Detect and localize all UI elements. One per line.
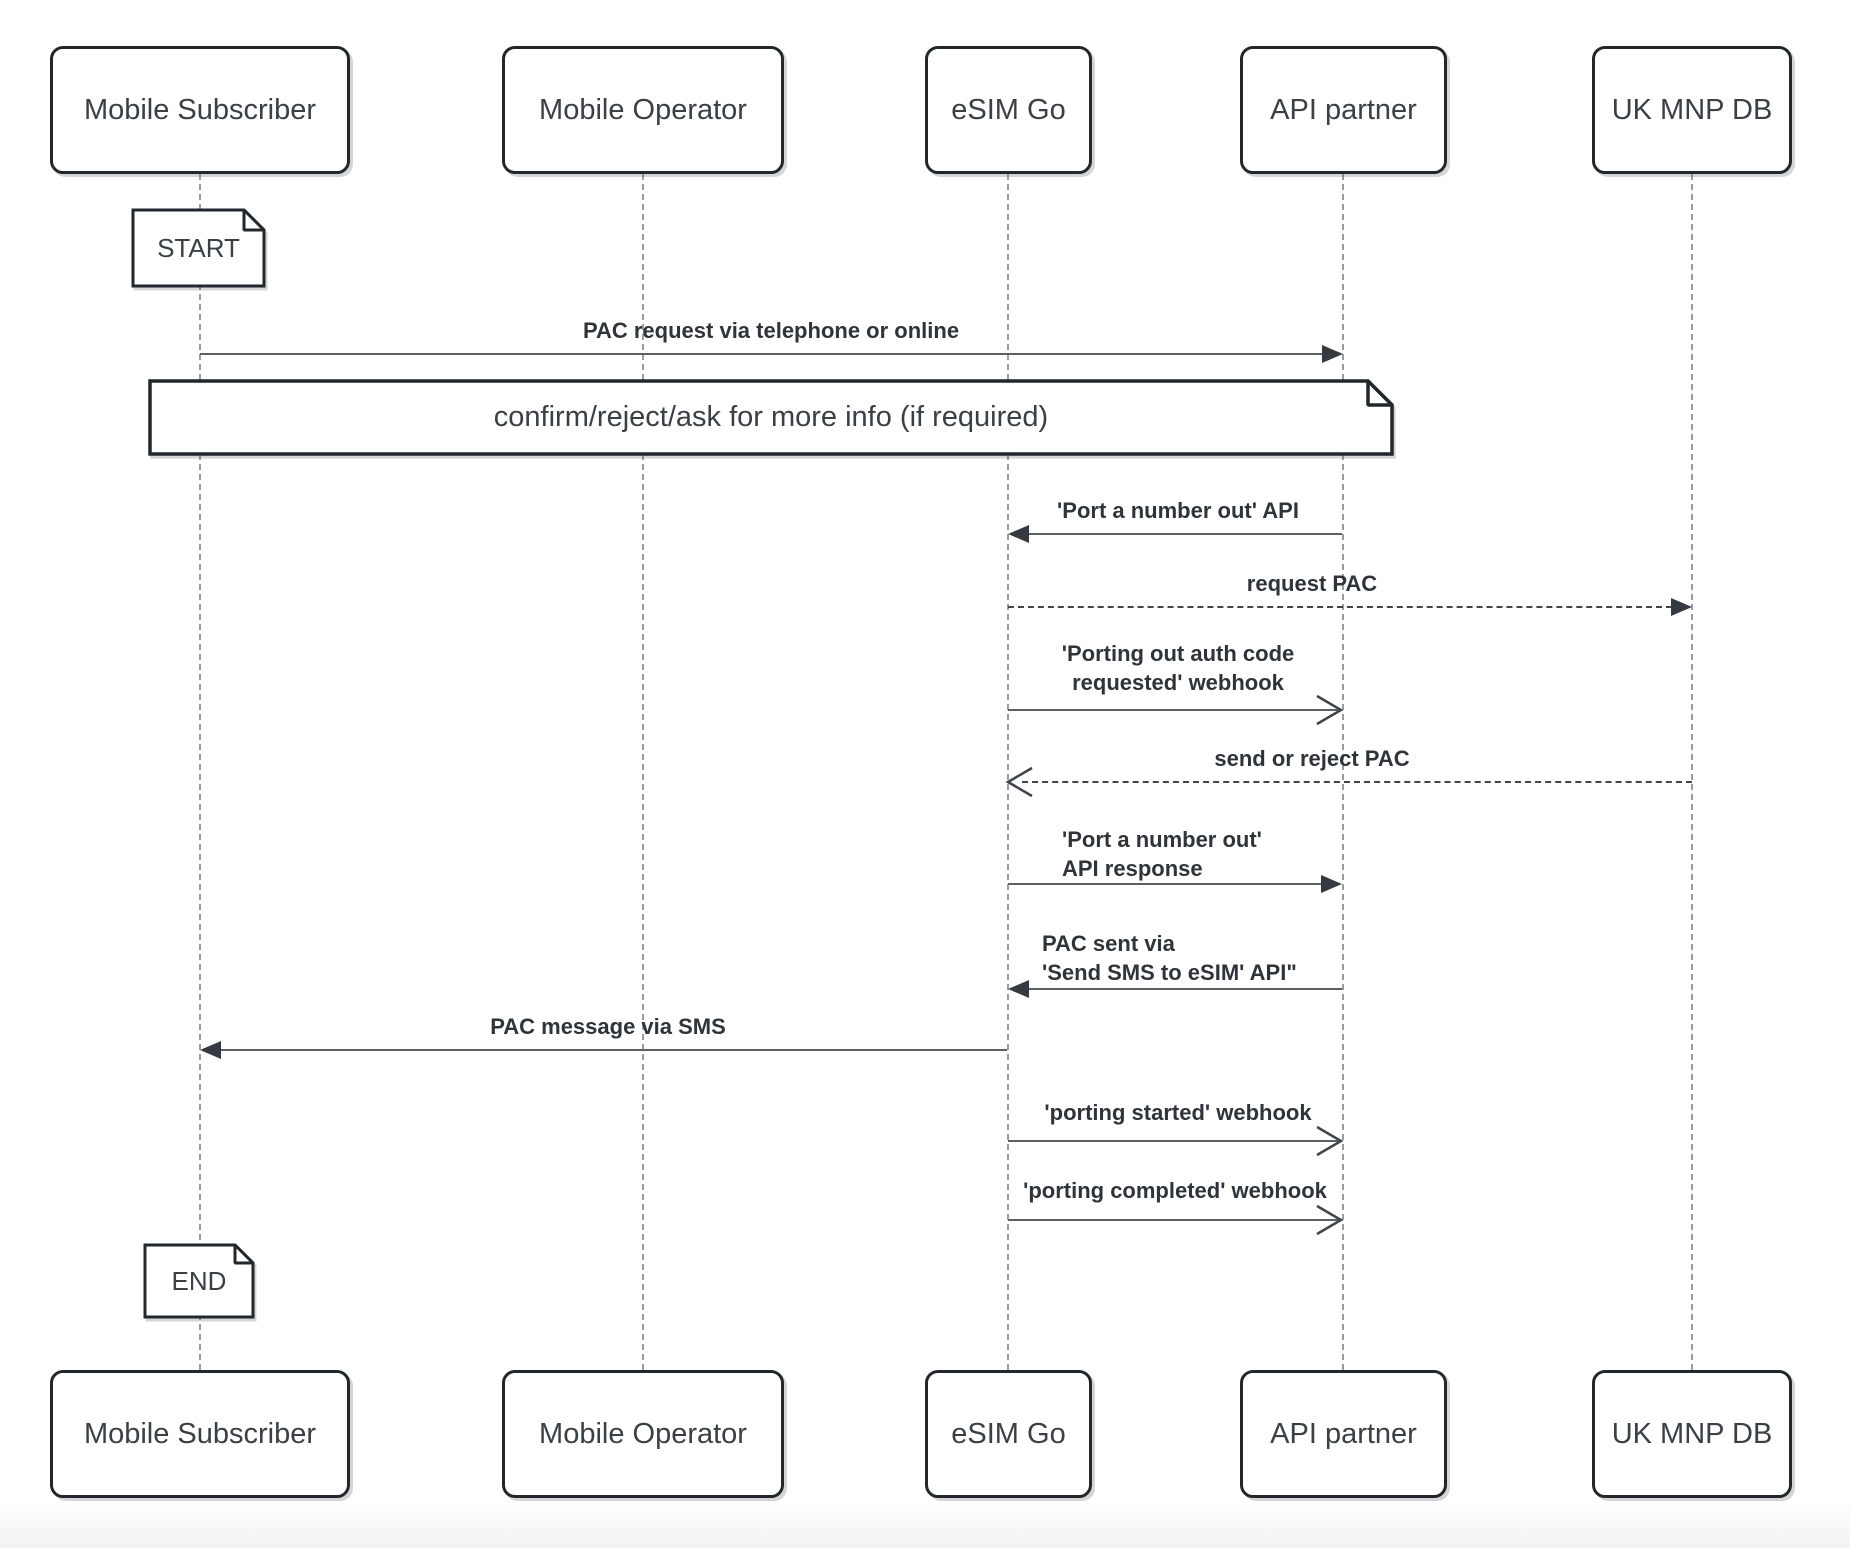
message-label: 'porting completed' webhook xyxy=(1023,1178,1327,1203)
note-fold-icon xyxy=(131,208,266,288)
message-label: 'Port a number out' API response xyxy=(1062,825,1262,883)
actor-box-mobile-operator-bottom: Mobile Operator xyxy=(502,1370,784,1498)
message-line-dashed xyxy=(1008,606,1672,608)
message-line xyxy=(1026,988,1342,990)
message-label: request PAC xyxy=(1246,571,1378,596)
lifeline-mobile-subscriber xyxy=(199,174,201,1370)
lifeline-mobile-operator xyxy=(642,174,644,1370)
message-label: 'Porting out auth code requested' webhoo… xyxy=(1062,639,1295,697)
actor-label: UK MNP DB xyxy=(1611,93,1773,126)
actor-label: API partner xyxy=(1270,93,1417,126)
arrowhead-filled-left-icon xyxy=(200,1041,221,1059)
message-label-line: 'Send SMS to eSIM' API" xyxy=(1042,960,1297,985)
arrowhead-open-right-icon xyxy=(1316,1125,1344,1157)
message-label: PAC message via SMS xyxy=(490,1014,726,1039)
message-label-line: PAC sent via xyxy=(1042,931,1175,956)
actor-label: Mobile Subscriber xyxy=(83,1417,317,1450)
message-line xyxy=(1008,1140,1338,1142)
message-line-dashed xyxy=(1022,781,1692,783)
note-start-label: START xyxy=(157,232,240,263)
actor-box-esim-go-bottom: eSIM Go xyxy=(925,1370,1092,1498)
message-line xyxy=(200,353,1324,355)
message-label: PAC sent via 'Send SMS to eSIM' API" xyxy=(1042,929,1297,987)
actor-box-api-partner-bottom: API partner xyxy=(1240,1370,1447,1498)
actor-box-mobile-subscriber-top: Mobile Subscriber xyxy=(50,46,350,174)
actor-label: Mobile Operator xyxy=(539,1417,747,1450)
arrowhead-open-right-icon xyxy=(1316,694,1344,726)
actor-label: Mobile Subscriber xyxy=(83,93,317,126)
actor-box-uk-mnp-db-top: UK MNP DB xyxy=(1592,46,1792,174)
actor-label: eSIM Go xyxy=(951,93,1066,126)
message-label-line: API response xyxy=(1062,856,1203,881)
actor-label: Mobile Operator xyxy=(539,93,747,126)
message-line xyxy=(1008,883,1324,885)
actor-label: eSIM Go xyxy=(951,1417,1066,1450)
message-label-line: 'Port a number out' xyxy=(1062,827,1262,852)
message-line xyxy=(1008,709,1338,711)
note-fold-icon xyxy=(148,379,1394,456)
note-end-label: END xyxy=(171,1265,227,1296)
actor-label: UK MNP DB xyxy=(1611,1417,1773,1450)
actor-box-api-partner-top: API partner xyxy=(1240,46,1447,174)
lifeline-esim-go xyxy=(1007,174,1009,1370)
arrowhead-open-right-icon xyxy=(1316,1204,1344,1236)
message-line xyxy=(218,1049,1007,1051)
lifeline-uk-mnp-db xyxy=(1691,174,1693,1370)
arrowhead-open-left-icon xyxy=(1005,766,1033,798)
note-start: START xyxy=(131,208,266,288)
message-label: send or reject PAC xyxy=(1214,746,1410,771)
message-label-line: requested' webhook xyxy=(1072,670,1284,695)
page-bottom-band xyxy=(0,1498,1850,1548)
note-end: END xyxy=(143,1243,255,1319)
actor-box-mobile-subscriber-bottom: Mobile Subscriber xyxy=(50,1370,350,1498)
message-label: 'Port a number out' API xyxy=(1057,498,1299,523)
message-line xyxy=(1008,1219,1338,1221)
arrowhead-filled-left-icon xyxy=(1008,525,1029,543)
note-banner-label: confirm/reject/ask for more info (if req… xyxy=(493,401,1049,433)
note-fold-icon xyxy=(143,1243,255,1319)
message-label: PAC request via telephone or online xyxy=(582,318,960,343)
arrowhead-filled-right-icon xyxy=(1321,875,1342,893)
message-line xyxy=(1026,533,1342,535)
note-banner: confirm/reject/ask for more info (if req… xyxy=(148,379,1394,456)
actor-box-uk-mnp-db-bottom: UK MNP DB xyxy=(1592,1370,1792,1498)
actor-box-mobile-operator-top: Mobile Operator xyxy=(502,46,784,174)
arrowhead-filled-right-icon xyxy=(1322,345,1343,363)
lifeline-api-partner xyxy=(1342,174,1344,1370)
arrowhead-filled-left-icon xyxy=(1008,980,1029,998)
actor-box-esim-go-top: eSIM Go xyxy=(925,46,1092,174)
arrowhead-filled-right-icon xyxy=(1671,598,1692,616)
message-label-line: 'Porting out auth code xyxy=(1061,641,1295,666)
message-label: 'porting started' webhook xyxy=(1044,1100,1312,1125)
actor-label: API partner xyxy=(1270,1417,1417,1450)
